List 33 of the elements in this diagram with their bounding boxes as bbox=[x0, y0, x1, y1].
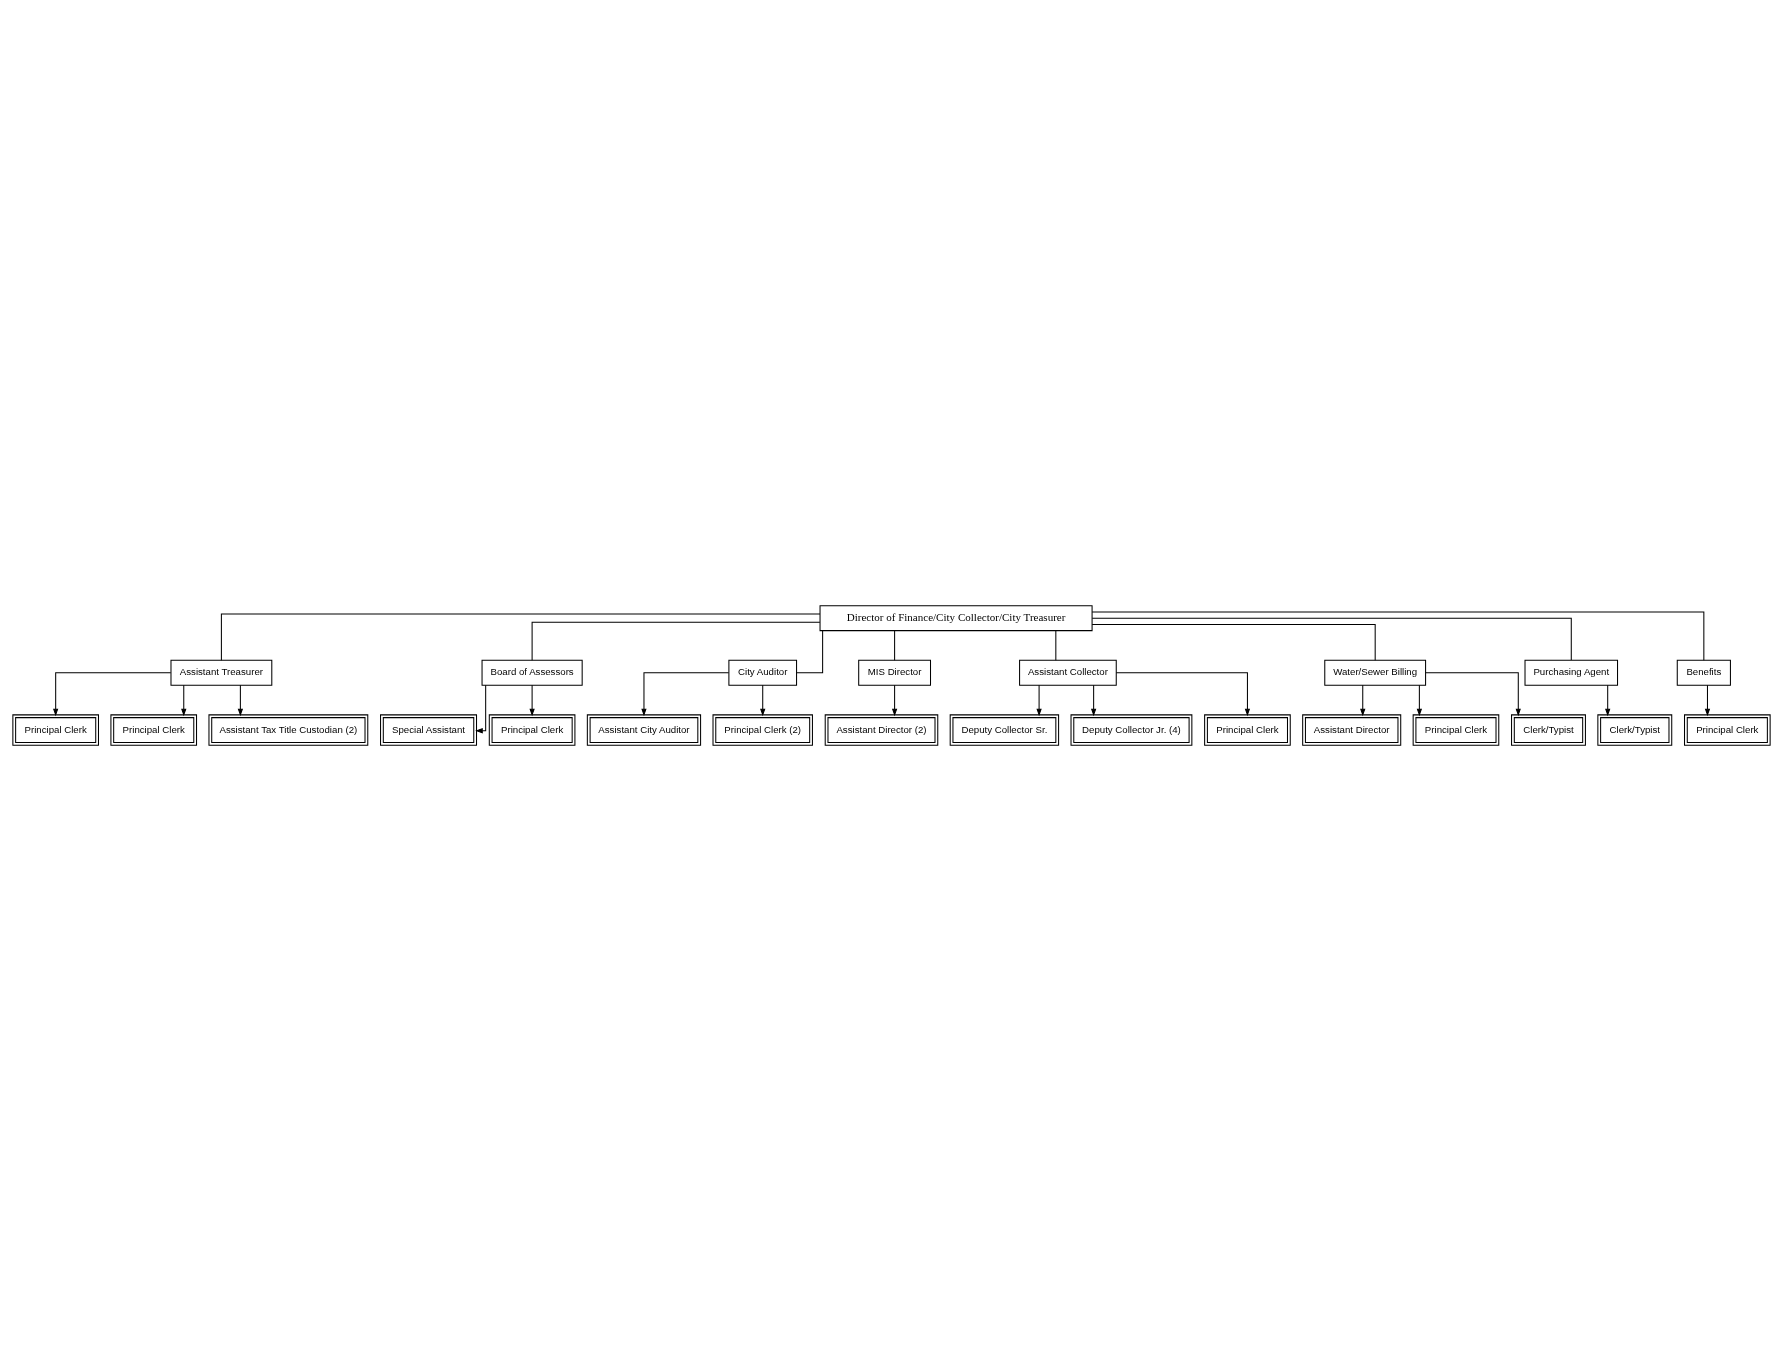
node-box: MIS Director bbox=[858, 659, 932, 686]
node-box: Assistant Treasurer bbox=[170, 659, 273, 686]
arrow bbox=[53, 672, 172, 717]
node-box: Director of Finance/City Collector/City Treasurer bbox=[819, 605, 1093, 632]
connector bbox=[1055, 630, 1057, 661]
node-box: Benefits bbox=[1676, 659, 1731, 686]
arrow bbox=[475, 684, 487, 734]
arrow bbox=[1425, 672, 1521, 717]
node-box: Water/Sewer Billing bbox=[1324, 659, 1427, 686]
arrow bbox=[760, 684, 766, 717]
connector bbox=[531, 621, 821, 661]
arrow bbox=[1605, 684, 1611, 717]
arrow bbox=[529, 684, 535, 717]
node-box: Board of Assessors bbox=[481, 659, 583, 686]
arrow bbox=[181, 684, 187, 717]
arrow bbox=[1036, 684, 1042, 717]
arrow bbox=[641, 672, 730, 717]
connector bbox=[796, 630, 824, 674]
connector bbox=[220, 613, 821, 661]
arrow bbox=[891, 684, 898, 717]
connector bbox=[894, 630, 896, 661]
node-box: City Auditor bbox=[728, 659, 798, 686]
arrow bbox=[237, 684, 244, 717]
arrow bbox=[1360, 684, 1366, 717]
connector bbox=[1091, 617, 1572, 661]
arrow bbox=[1115, 672, 1251, 717]
node-box: Purchasing Agent bbox=[1524, 659, 1619, 686]
arrow bbox=[1704, 684, 1711, 717]
connector bbox=[1091, 623, 1376, 661]
connector bbox=[1091, 611, 1705, 661]
arrow bbox=[1416, 684, 1423, 717]
arrow bbox=[1090, 684, 1097, 717]
node-box: Assistant Collector bbox=[1019, 659, 1117, 686]
